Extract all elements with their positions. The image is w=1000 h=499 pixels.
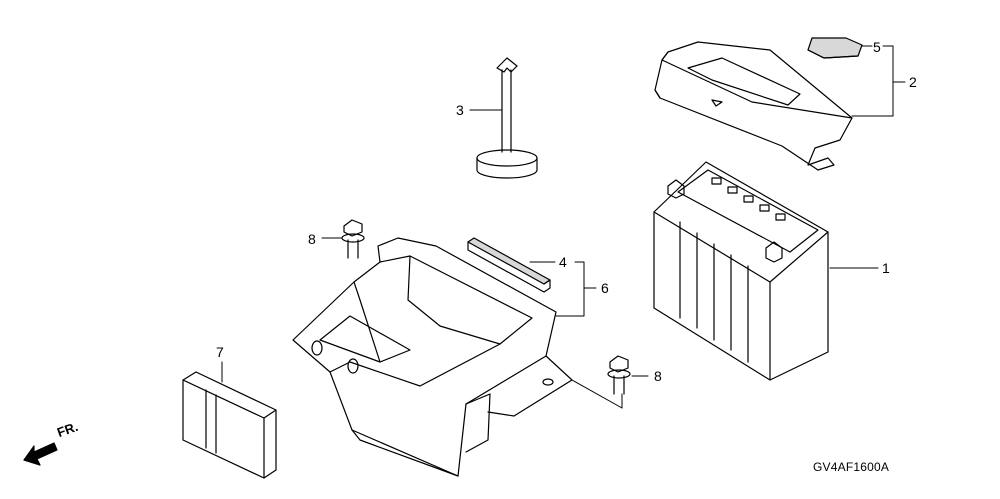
callout-7: 7 [216,344,224,360]
callout-6: 6 [601,280,609,296]
flange-bolt-lower [607,355,631,395]
callout-5: 5 [873,39,881,55]
diagram-code: GV4AF1600A [813,460,890,474]
callout-4: 4 [559,254,567,270]
callout-8-upper: 8 [308,231,316,247]
callout-3: 3 [456,102,464,118]
foam-strip-part [467,237,551,293]
rubber-pad-part [807,37,863,59]
battery-cover-part [654,41,853,171]
battery-box-part [292,237,573,477]
flange-bolt-upper [341,219,365,259]
leader-lines [221,45,906,409]
battery-pin-part [476,57,538,179]
battery-part [653,161,829,381]
front-arrow-icon [23,442,58,466]
rubber-sheet-part [182,371,277,479]
callout-8-lower: 8 [654,368,662,384]
callout-2: 2 [909,74,917,90]
callout-1: 1 [882,260,890,276]
